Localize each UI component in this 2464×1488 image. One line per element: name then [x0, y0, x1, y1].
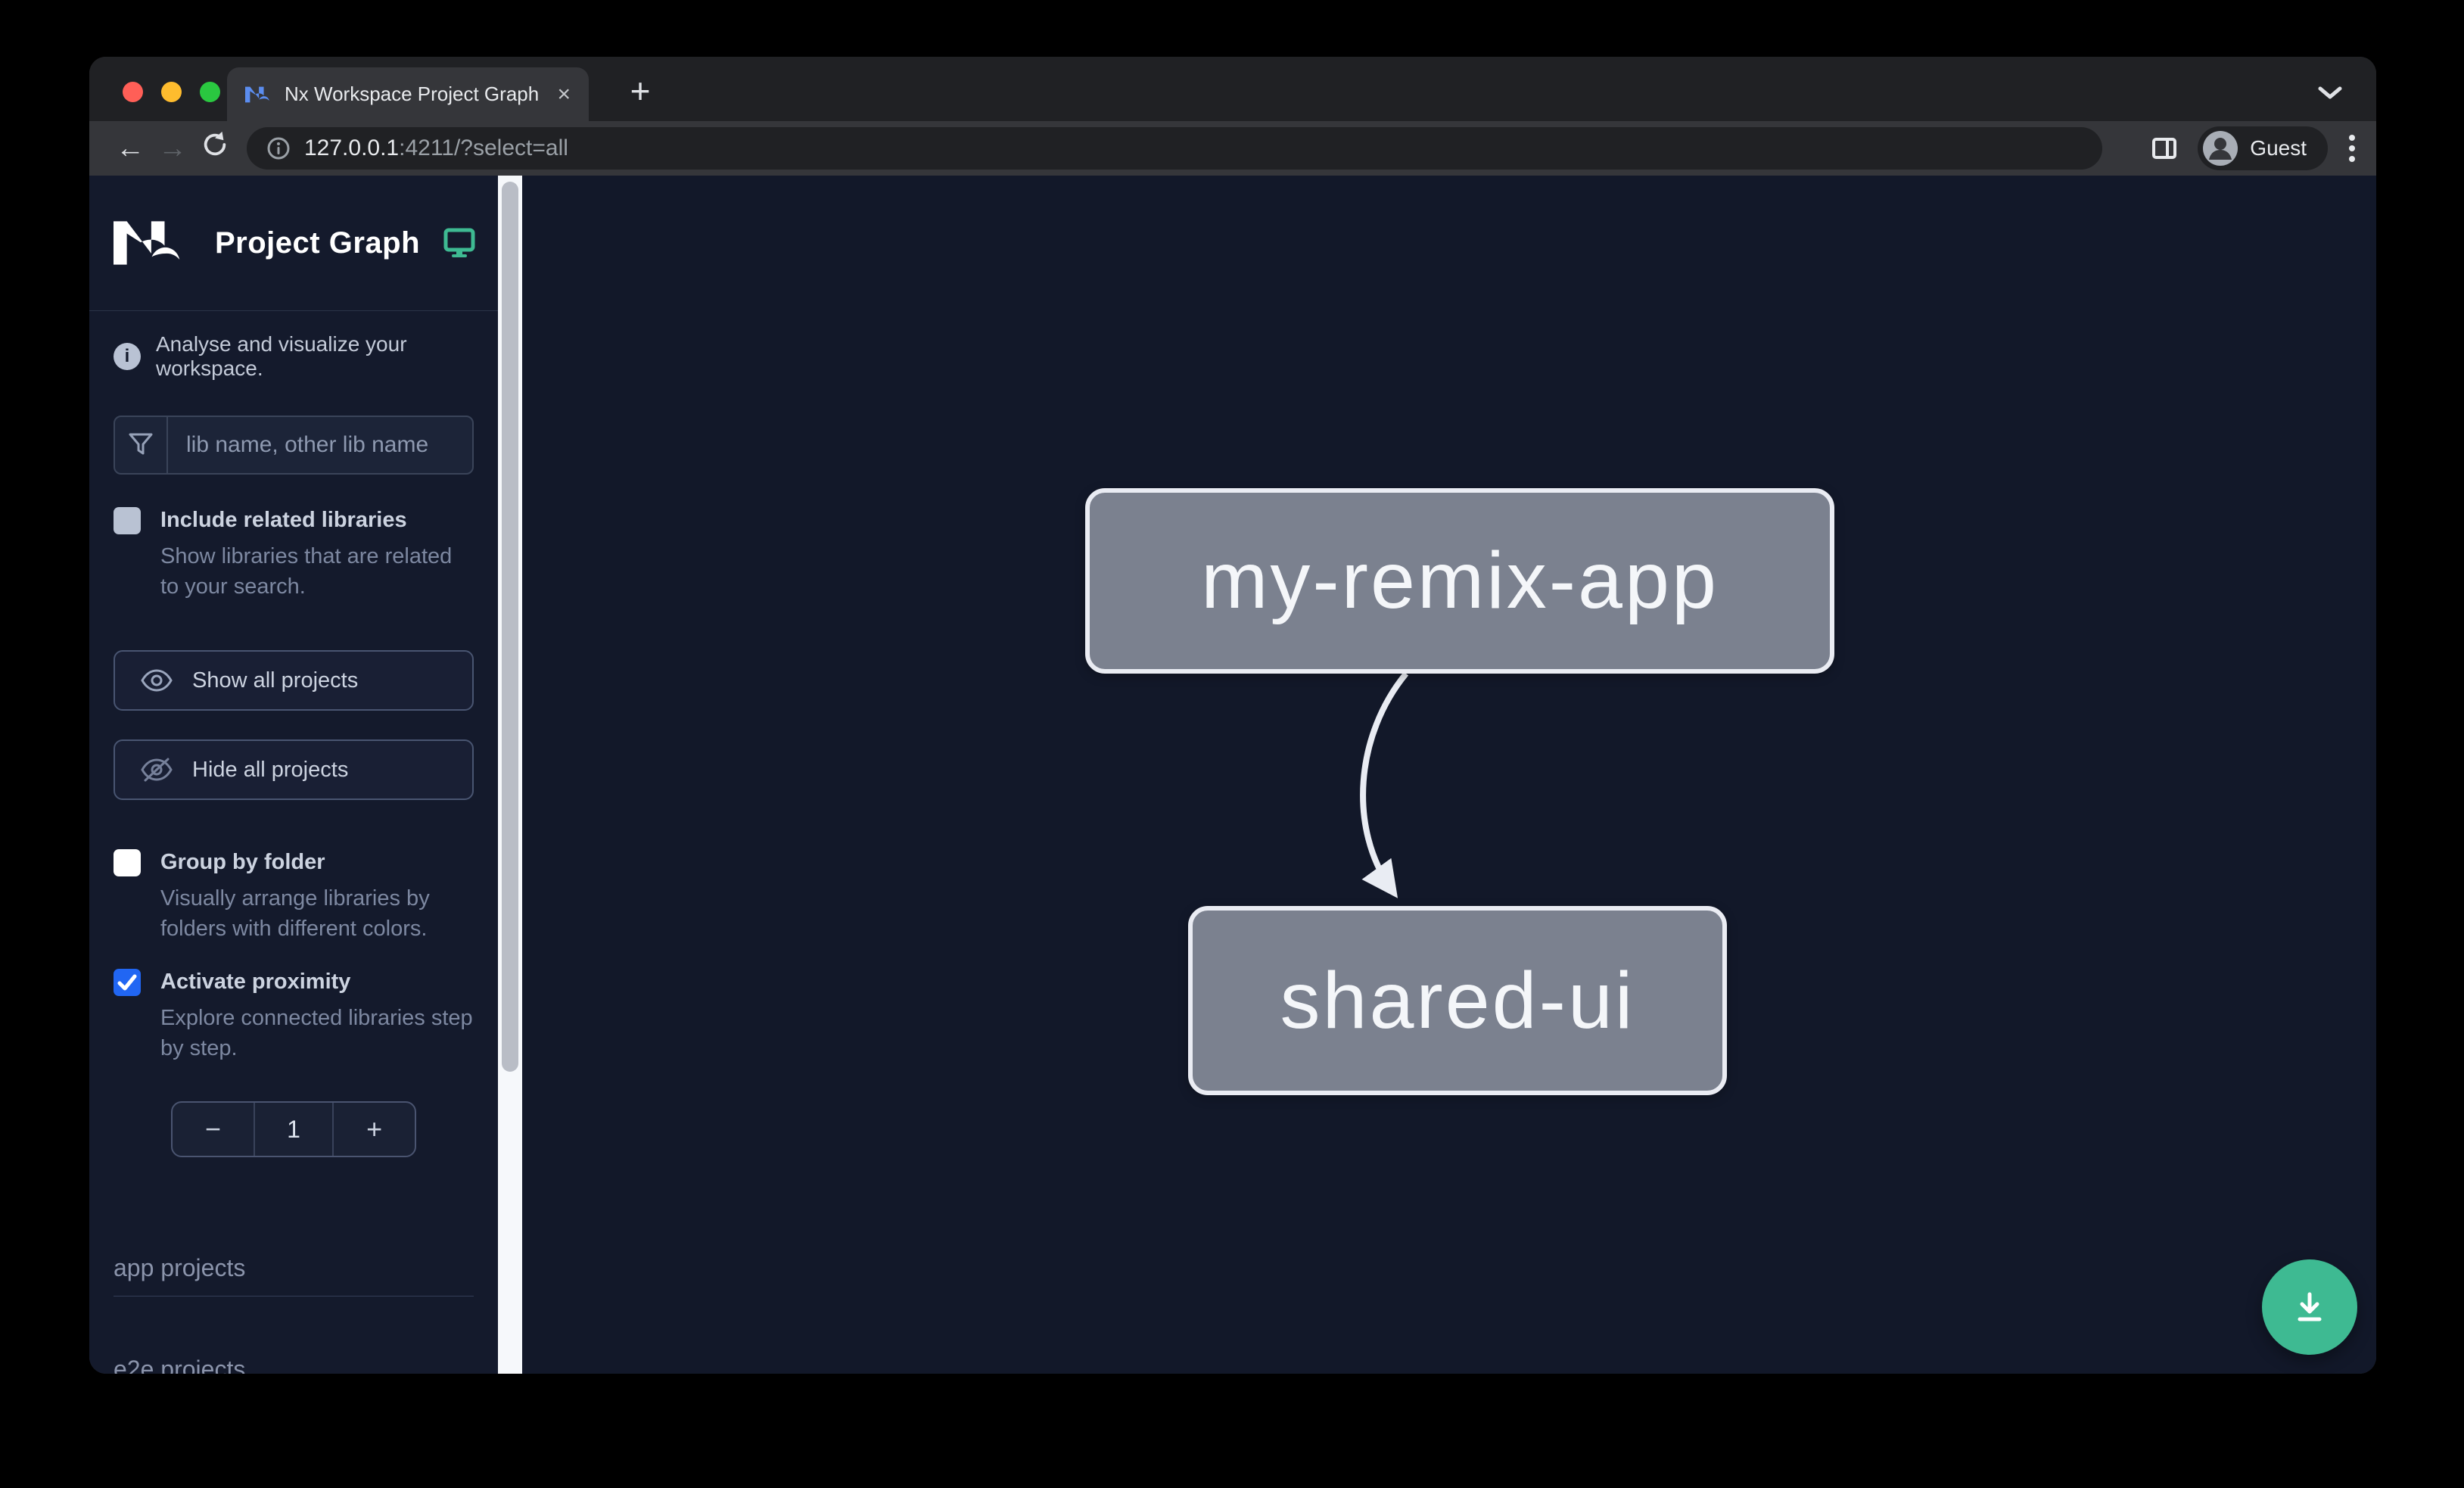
tab-title: Nx Workspace Project Graph [285, 82, 540, 105]
profile-name: Guest [2250, 136, 2307, 160]
show-all-projects-label: Show all projects [192, 668, 359, 693]
scrollbar-thumb[interactable] [502, 182, 518, 1072]
theme-monitor-icon[interactable] [443, 226, 476, 260]
site-info-icon[interactable] [266, 136, 291, 160]
nx-favicon [245, 86, 269, 102]
tab-strip: Nx Workspace Project Graph × + [89, 57, 2376, 121]
forward-button[interactable]: → [158, 132, 187, 164]
url-path: :4211/?select=all [399, 135, 568, 160]
back-button[interactable]: ← [116, 132, 145, 164]
search-input[interactable] [168, 417, 472, 473]
tab-close-icon[interactable]: × [557, 81, 571, 107]
section-app-projects[interactable]: app projects [114, 1254, 474, 1297]
activate-proximity-label: Activate proximity [160, 970, 351, 994]
tagline-row: i Analyse and visualize your workspace. [114, 332, 474, 381]
graph-edge-layer [1360, 671, 1409, 898]
toolbar-right-cluster: Guest [2151, 126, 2357, 170]
page-content: Project Graph i Analyse and visualize yo… [89, 176, 2376, 1374]
profile-button[interactable]: Guest [2198, 126, 2328, 170]
search-box [114, 416, 474, 475]
include-related-label: Include related libraries [160, 508, 407, 532]
proximity-stepper: − 1 + [171, 1101, 416, 1157]
eye-off-icon [141, 758, 173, 782]
reload-button[interactable] [194, 130, 236, 167]
avatar [2203, 131, 2238, 166]
include-related-checkbox[interactable] [114, 507, 141, 534]
stepper-decrement-button[interactable]: − [204, 1113, 221, 1144]
checkmark-icon [117, 974, 137, 991]
graph-canvas[interactable]: my-remix-app shared-ui [522, 176, 2376, 1374]
download-graph-button[interactable] [2262, 1259, 2357, 1355]
hide-all-projects-label: Hide all projects [192, 757, 349, 782]
activate-proximity-description: Explore connected libraries step by step… [160, 1006, 473, 1060]
sidebar-body: i Analyse and visualize your workspace. … [89, 311, 498, 1374]
tab-search-chevron-icon[interactable] [2317, 86, 2343, 101]
nx-logo [114, 221, 180, 265]
stepper-value: 1 [253, 1103, 334, 1156]
page-title: Project Graph [215, 226, 421, 260]
group-by-folder-description: Visually arrange libraries by folders wi… [160, 886, 430, 941]
url-text: 127.0.0.1:4211/?select=all [304, 135, 568, 161]
url-bar[interactable]: 127.0.0.1:4211/?select=all [247, 127, 2102, 170]
edge-my-remix-app-to-shared-ui[interactable] [1360, 671, 1409, 898]
browser-toolbar: ← → 127.0.0.1:4211/?select=all [89, 121, 2376, 176]
group-by-folder-checkbox[interactable] [114, 849, 141, 876]
activate-proximity-block: Activate proximity Explore connected lib… [114, 967, 474, 1063]
download-icon [2298, 1292, 2322, 1321]
group-by-folder-block: Group by folder Visually arrange librari… [114, 847, 474, 944]
info-icon: i [114, 343, 141, 370]
eye-icon [141, 669, 173, 692]
browser-window: Nx Workspace Project Graph × + ← → 127.0… [89, 57, 2376, 1374]
sidebar-header: Project Graph [89, 176, 498, 311]
group-by-folder-label: Group by folder [160, 850, 325, 874]
include-related-block: Include related libraries Show libraries… [114, 505, 474, 602]
new-tab-button[interactable]: + [630, 71, 651, 111]
sidebar-scrollbar[interactable] [498, 176, 522, 1374]
hide-all-projects-button[interactable]: Hide all projects [114, 739, 474, 800]
activate-proximity-checkbox[interactable] [114, 969, 141, 996]
traffic-lights [123, 82, 220, 102]
filter-icon [115, 417, 168, 473]
browser-menu-icon[interactable] [2347, 132, 2357, 165]
tagline-text: Analyse and visualize your workspace. [156, 332, 407, 380]
minimize-window-button[interactable] [161, 82, 182, 102]
stepper-increment-button[interactable]: + [366, 1113, 383, 1144]
browser-tab[interactable]: Nx Workspace Project Graph × [227, 67, 589, 121]
node-my-remix-app[interactable]: my-remix-app [1085, 488, 1834, 674]
section-e2e-projects[interactable]: e2e projects [114, 1356, 474, 1374]
close-window-button[interactable] [123, 82, 143, 102]
include-related-description: Show libraries that are related to your … [160, 544, 453, 599]
node-shared-ui[interactable]: shared-ui [1188, 906, 1727, 1095]
url-host: 127.0.0.1 [304, 135, 400, 160]
show-all-projects-button[interactable]: Show all projects [114, 650, 474, 711]
sidebar: Project Graph i Analyse and visualize yo… [89, 176, 498, 1374]
side-panel-icon[interactable] [2151, 135, 2178, 162]
zoom-window-button[interactable] [200, 82, 220, 102]
